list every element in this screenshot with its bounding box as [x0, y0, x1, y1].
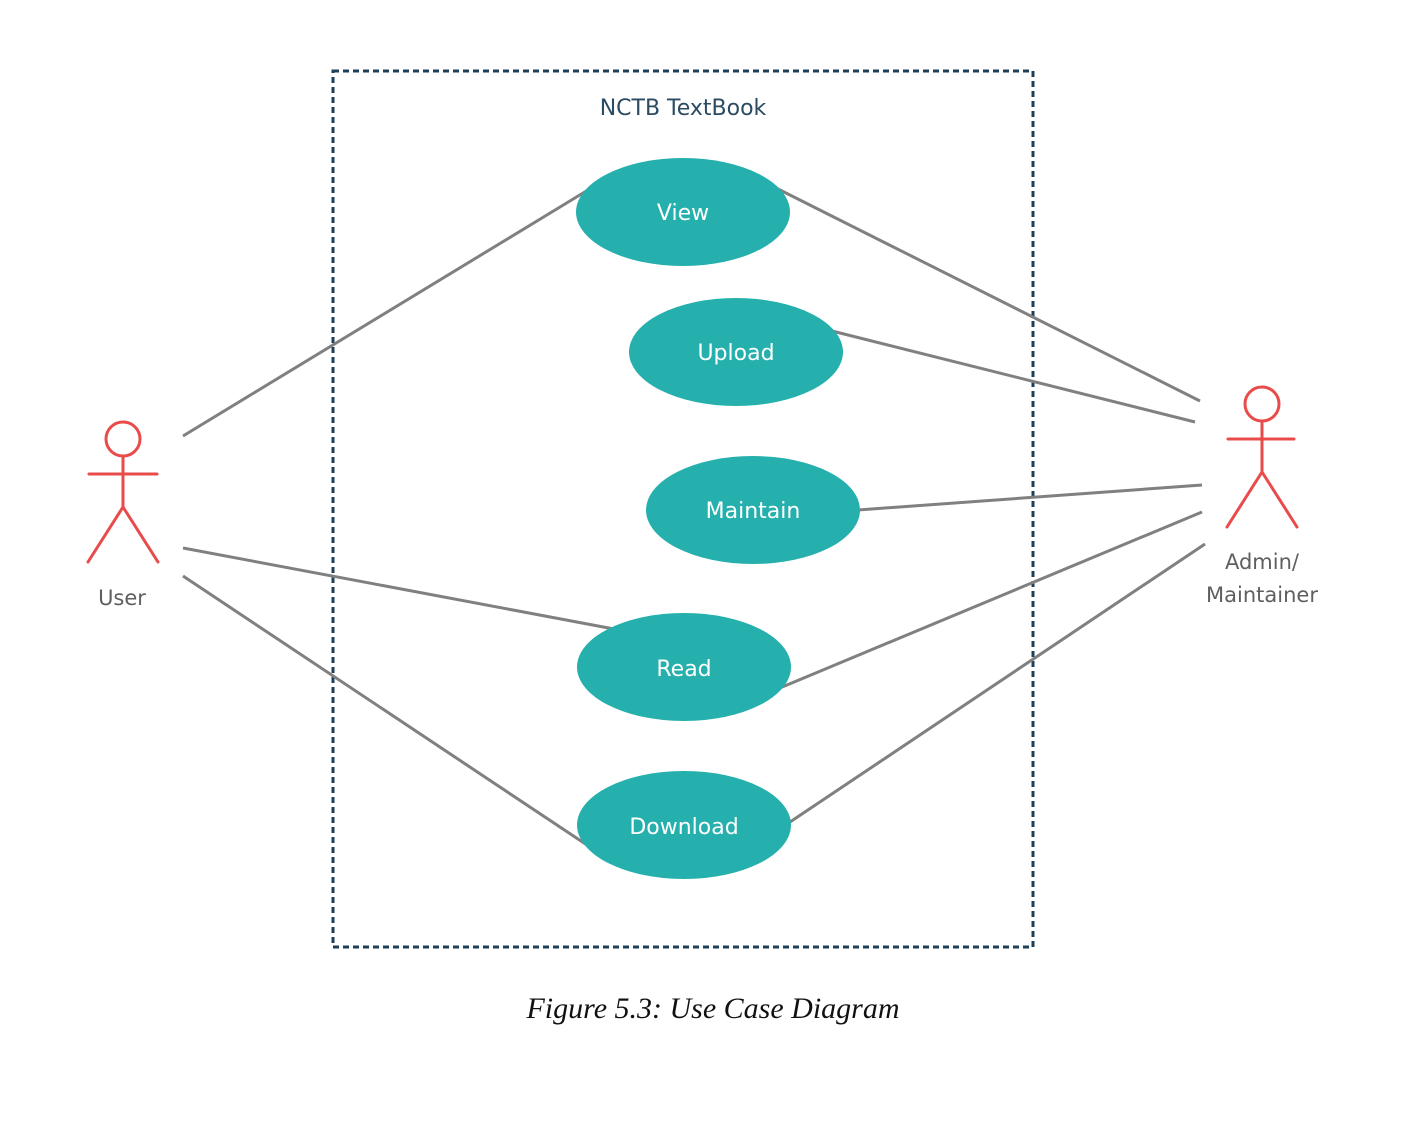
use-case-view-shape	[576, 158, 790, 266]
use-case-read: Read	[577, 613, 791, 721]
assoc-user-view	[182, 188, 589, 438]
assoc-admin-upload	[831, 329, 1196, 424]
use-case-view: View	[576, 158, 790, 266]
use-case-download-label: Download	[629, 815, 738, 840]
actor-user	[86, 420, 160, 564]
use-case-upload: Upload	[629, 298, 843, 406]
actor-user-head	[104, 420, 142, 458]
assoc-admin-view	[777, 187, 1201, 403]
assoc-admin-download	[789, 542, 1206, 824]
use-case-upload-shape	[629, 298, 843, 406]
system-title: NCTB TextBook	[600, 96, 767, 121]
use-case-maintain-shape	[646, 456, 860, 564]
system-boundary	[331, 69, 1035, 949]
use-case-maintain-label: Maintain	[706, 499, 801, 524]
assoc-user-download	[182, 574, 591, 849]
figure-caption: Figure 5.3: Use Case Diagram	[526, 992, 900, 1025]
assoc-user-read	[182, 546, 615, 631]
actor-admin-head	[1243, 385, 1281, 423]
use-case-maintain: Maintain	[646, 456, 860, 564]
assoc-admin-maintain	[857, 483, 1203, 512]
actor-user-right-leg	[121, 505, 160, 564]
use-case-download: Download	[577, 771, 791, 879]
use-case-read-label: Read	[656, 657, 711, 682]
actor-admin-left-leg	[1225, 470, 1264, 529]
actor-user-left-leg	[86, 505, 125, 564]
actor-user-label: User	[98, 586, 146, 610]
use-case-view-label: View	[657, 201, 709, 226]
actor-admin-label-line1: Admin/	[1225, 550, 1300, 574]
associations	[182, 187, 1206, 849]
actor-admin	[1225, 385, 1299, 529]
actor-admin-right-leg	[1260, 470, 1299, 529]
use-case-read-shape	[577, 613, 791, 721]
assoc-admin-read	[774, 510, 1203, 692]
use-case-upload-label: Upload	[697, 341, 774, 366]
use-case-download-shape	[577, 771, 791, 879]
actor-admin-label-line2: Maintainer	[1206, 583, 1318, 607]
